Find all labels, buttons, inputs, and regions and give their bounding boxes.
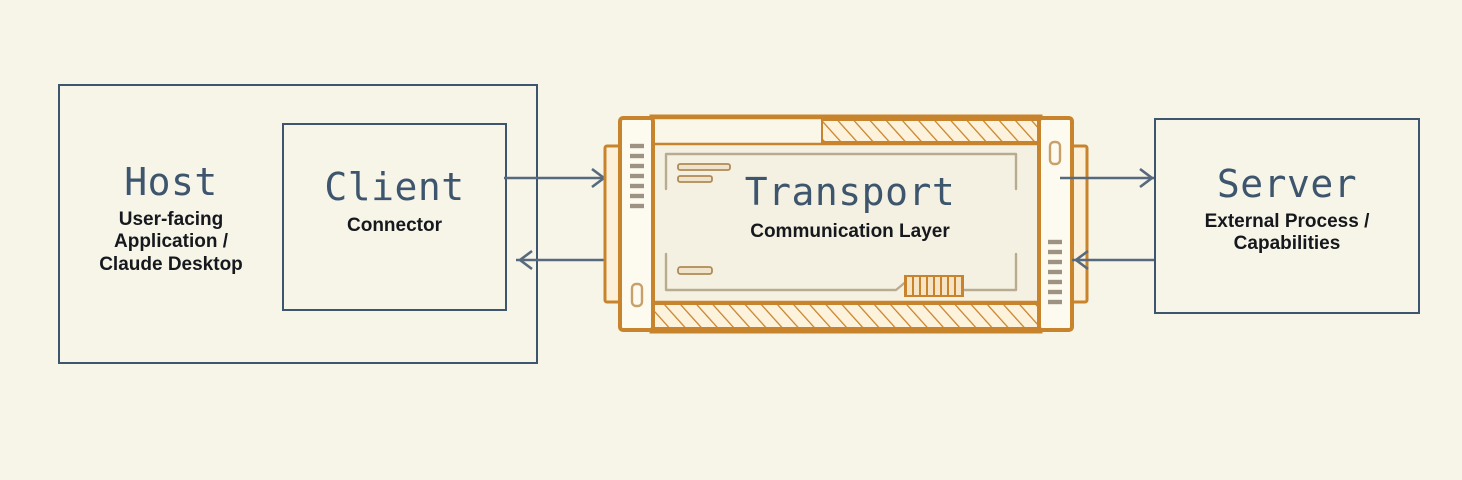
- transport-right-cap-pins: [1048, 239, 1062, 305]
- host-subtitle-line-2: Application /: [114, 231, 228, 253]
- transport-right-cap: [1037, 116, 1074, 332]
- transport-indicator-bar-1: [677, 163, 731, 171]
- host-label-group: Host User-facing Application / Claude De…: [66, 160, 276, 276]
- host-subtitle-line-1: User-facing: [118, 208, 224, 230]
- transport-illustration: [603, 114, 1089, 334]
- transport-top-band: [649, 116, 1043, 146]
- transport-bottom-band-hatch: [653, 304, 1039, 328]
- host-title: Host: [124, 160, 218, 204]
- server-subtitle-line-1: External Process /: [1204, 210, 1370, 232]
- client-subtitle-line-1: Connector: [347, 214, 442, 236]
- transport-left-cap-plate: [618, 116, 655, 332]
- transport-subtitle-line-1: Communication Layer: [750, 220, 950, 242]
- transport-indicator-bar-3: [677, 266, 713, 275]
- transport-fin-block: [904, 275, 964, 297]
- arrow-head-server-to-transport: [1073, 249, 1089, 271]
- client-title: Client: [324, 165, 465, 209]
- transport-fin-connector: [904, 275, 964, 297]
- host-subtitle: User-facing Application / Claude Desktop: [66, 209, 276, 276]
- server-subtitle: External Process / Capabilities: [1154, 211, 1420, 256]
- transport-label-group: Transport Communication Layer: [660, 170, 1040, 243]
- transport-top-band-hatch: [822, 120, 1039, 142]
- server-subtitle-line-2: Capabilities: [1233, 233, 1341, 255]
- arrow-head-transport-to-server: [1139, 167, 1155, 189]
- transport-bottom-band: [649, 300, 1043, 332]
- transport-right-cap-slot: [1048, 140, 1062, 166]
- transport-left-cap-slot: [630, 282, 644, 308]
- client-label-group: Client Connector: [282, 165, 507, 237]
- transport-subtitle: Communication Layer: [660, 221, 1040, 243]
- arrow-head-transport-to-client: [517, 249, 533, 271]
- transport-server-arrows: [1060, 167, 1166, 271]
- transport-right-cap-plate: [1037, 116, 1074, 332]
- transport-indicator-bars-top: [677, 163, 731, 183]
- client-subtitle: Connector: [282, 215, 507, 237]
- transport-left-cap-pins: [630, 143, 644, 209]
- server-box: [1154, 118, 1420, 314]
- transport-indicator-bars-bottom: [677, 266, 713, 275]
- server-title: Server: [1216, 162, 1358, 206]
- client-box: [282, 123, 507, 311]
- host-subtitle-line-3: Claude Desktop: [99, 253, 243, 275]
- transport-indicator-bar-2: [677, 175, 713, 183]
- server-label-group: Server External Process / Capabilities: [1154, 162, 1420, 256]
- transport-title: Transport: [744, 170, 956, 214]
- transport-inner-panel-top: [664, 152, 1018, 191]
- transport-left-cap: [618, 116, 655, 332]
